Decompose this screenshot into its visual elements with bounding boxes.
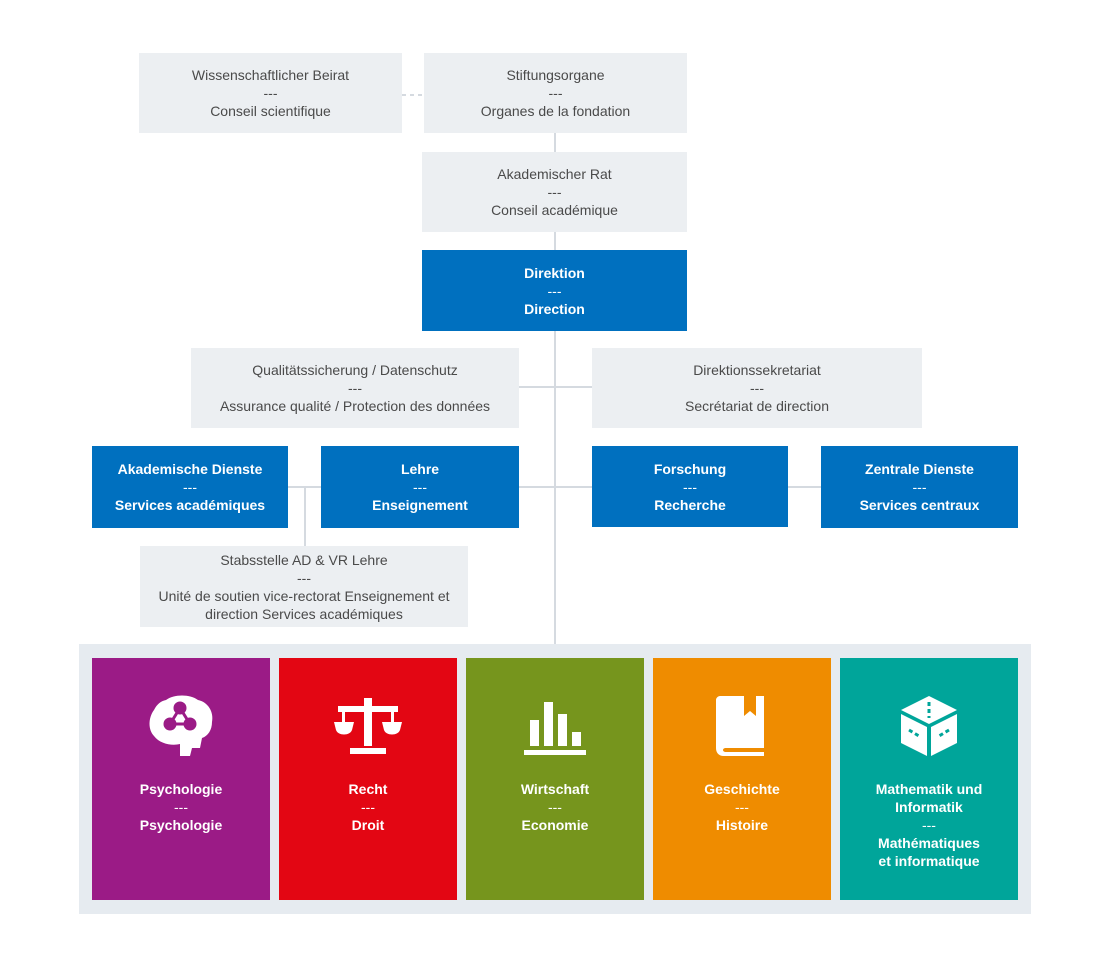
direktion-box: Direktion --- Direction [422, 250, 687, 331]
faculty-de-line2: Informatik [895, 799, 963, 815]
separator: --- [547, 282, 562, 299]
sekretariat-fr: Secrétariat de direction [685, 398, 829, 414]
separator: --- [183, 479, 197, 495]
stiftung-fr: Organes de la fondation [480, 103, 631, 119]
scales-icon [328, 690, 408, 762]
direktion-fr: Direction [524, 300, 585, 317]
faculty-fr: Droit [351, 817, 385, 833]
stiftung-de: Stiftungsorgane [506, 67, 605, 83]
qualitaet-box: Qualitätssicherung / Datenschutz --- Ass… [191, 348, 519, 428]
faculty-fr-line2: et informatique [878, 853, 980, 869]
cube-icon [889, 690, 969, 762]
sekretariat-box: Direktionssekretariat --- Secrétariat de… [592, 348, 922, 428]
faculty-fr: Economie [521, 817, 589, 833]
separator: --- [413, 479, 427, 495]
qualitaet-de: Qualitätssicherung / Datenschutz [252, 362, 458, 378]
akad-dienste-box: Akademische Dienste --- Services académi… [92, 446, 288, 528]
separator: --- [361, 799, 375, 815]
brain-icon [141, 690, 221, 762]
faculty-fr: Psychologie [139, 817, 223, 833]
akad-rat-de: Akademischer Rat [497, 166, 612, 182]
faculty-psychologie: Psychologie --- Psychologie [92, 658, 270, 900]
separator: --- [921, 817, 936, 833]
lehre-de: Lehre [400, 461, 440, 477]
faculty-de: Geschichte [704, 781, 780, 797]
faculty-de: Recht [348, 781, 388, 797]
faculty-fr: Histoire [715, 817, 769, 833]
separator: --- [734, 799, 749, 815]
stabsstelle-box: Stabsstelle AD & VR Lehre --- Unité de s… [140, 546, 468, 627]
separator: --- [548, 85, 563, 101]
separator: --- [174, 799, 188, 815]
beirat-de: Wissenschaftlicher Beirat [191, 67, 350, 83]
beirat-fr: Conseil scientifique [210, 103, 331, 119]
stabsstelle-fr-line2: direction Services académiques [205, 605, 403, 622]
faculty-de: Wirtschaft [520, 781, 590, 797]
separator: --- [263, 85, 278, 101]
zentrale-box: Zentrale Dienste --- Services centraux [821, 446, 1018, 528]
faculty-fr-line1: Mathématiques [878, 835, 980, 851]
bar-chart-icon [515, 690, 595, 762]
separator: --- [912, 479, 927, 495]
faculty-de: Psychologie [139, 781, 223, 797]
separator: --- [750, 380, 764, 396]
separator: --- [547, 184, 562, 200]
stiftung-box: Stiftungsorgane --- Organes de la fondat… [424, 53, 687, 133]
forschung-fr: Recherche [654, 496, 726, 513]
zentrale-fr: Services centraux [859, 497, 980, 513]
akad-dienste-fr: Services académiques [114, 497, 266, 513]
faculty-geschichte: Geschichte --- Histoire [653, 658, 831, 900]
zentrale-de: Zentrale Dienste [865, 461, 974, 477]
beirat-box: Wissenschaftlicher Beirat --- Conseil sc… [139, 53, 402, 133]
direktion-de: Direktion [524, 264, 585, 281]
akad-rat-box: Akademischer Rat --- Conseil académique [422, 152, 687, 232]
separator: --- [683, 478, 697, 495]
forschung-de: Forschung [653, 460, 727, 477]
akad-rat-fr: Conseil académique [491, 202, 618, 218]
stabsstelle-fr-line1: Unité de soutien vice-rectorat Enseignem… [158, 587, 450, 604]
separator: --- [348, 380, 362, 396]
book-icon [702, 690, 782, 762]
faculty-mathematik: Mathematik und Informatik --- Mathématiq… [840, 658, 1018, 900]
separator: --- [297, 569, 311, 586]
stabsstelle-de: Stabsstelle AD & VR Lehre [220, 551, 388, 568]
lehre-box: Lehre --- Enseignement [321, 446, 519, 528]
faculty-recht: Recht --- Droit [279, 658, 457, 900]
qualitaet-fr: Assurance qualité / Protection des donné… [219, 398, 491, 414]
faculty-de-line1: Mathematik und [875, 781, 983, 797]
sekretariat-de: Direktionssekretariat [693, 362, 821, 378]
akad-dienste-de: Akademische Dienste [117, 461, 263, 477]
lehre-fr: Enseignement [372, 497, 468, 513]
faculty-wirtschaft: Wirtschaft --- Economie [466, 658, 644, 900]
separator: --- [547, 799, 562, 815]
forschung-box: Forschung --- Recherche [592, 446, 788, 527]
